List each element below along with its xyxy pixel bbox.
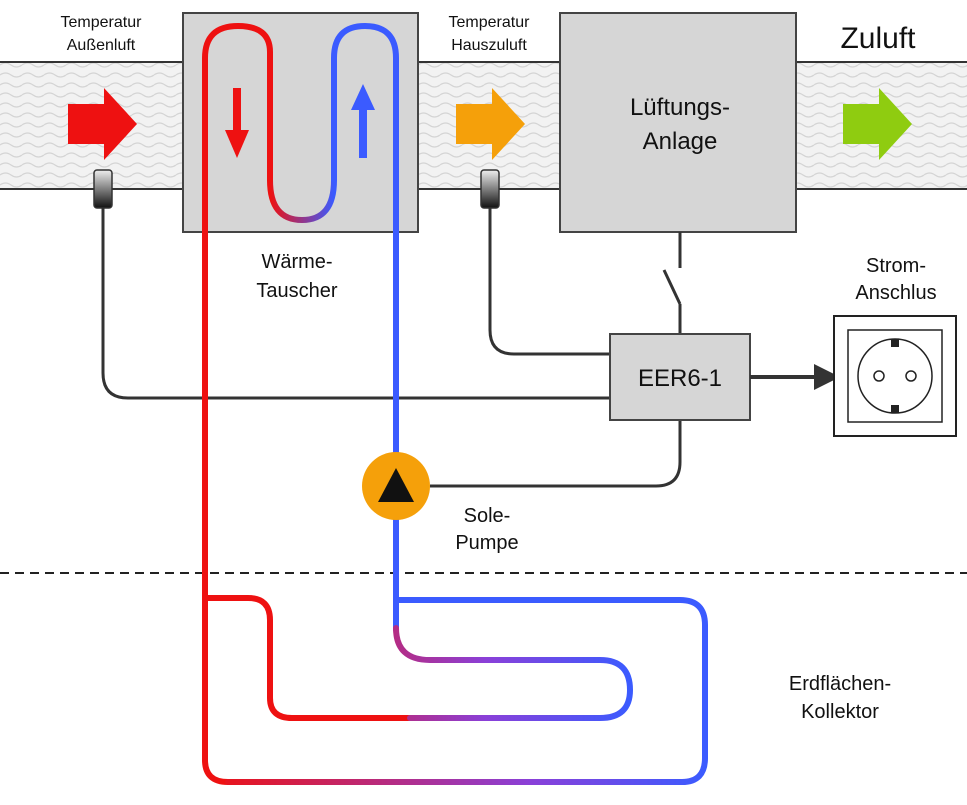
ventilation-unit-box [559,12,797,233]
exchanger-loop-bottom [267,177,337,224]
warm-down-arrow [225,88,249,158]
outside-temp-sensor [93,169,113,209]
controller-box [609,333,751,421]
pump-label-1: Sole- [464,505,511,527]
zuluft-label: Zuluft [840,22,916,55]
power-socket-icon [833,315,957,437]
controller-label: EER6-1 [638,365,722,392]
ventilation-label-1: Lüftungs- [630,94,730,121]
zuluft-arrow [843,88,912,160]
outside-sensor-wire [101,208,610,400]
power-supply-wire [662,232,682,334]
heat-exchanger-box [182,12,419,233]
supply-temp-label-2: Hauszuluft [451,37,527,54]
brine-pump-icon [362,452,430,520]
cold-pipe [331,22,399,633]
cold-up-arrow [351,84,375,158]
collector-inner-grad [393,625,634,721]
supply-sensor-wire [488,208,610,356]
supply-air-arrow [456,88,525,160]
collector-label-1: Erdflächen- [789,673,891,695]
pump-label-2: Pumpe [455,532,518,554]
heat-exchanger-label-2: Tauscher [256,280,337,302]
supply-temp-sensor [480,169,500,209]
outside-temp-label-1: Temperatur [61,14,143,31]
supply-temp-label-1: Temperatur [449,14,531,31]
collector-label-2: Kollektor [801,701,879,723]
brine-loop [202,22,708,785]
outside-air-arrow [68,88,137,160]
collector-inner-warm [202,595,423,721]
ventilation-label-2: Anlage [643,128,718,155]
heat-exchanger-label-1: Wärme- [261,251,332,273]
warm-pipe [202,22,273,785]
power-label-2: Anschlus [855,282,936,304]
power-label-1: Strom- [866,255,926,277]
collector-outer-grad [225,755,708,785]
outside-temp-label-2: Außenluft [67,37,136,54]
pump-wire [430,420,682,488]
collector-outer-cold [393,597,708,761]
power-arrow-head [814,364,840,390]
sensor-wires [101,208,682,488]
